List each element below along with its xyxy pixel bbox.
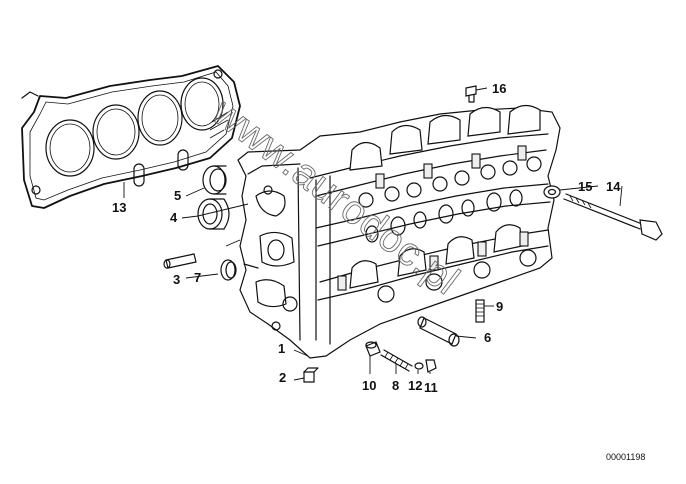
part-10-sleeve (365, 341, 381, 357)
callout-12: 12 (408, 378, 422, 393)
callout-2: 2 (279, 370, 286, 385)
part-8-stud (380, 349, 413, 372)
callout-13: 13 (112, 200, 126, 215)
callout-labels: 1 2 3 4 5 6 7 8 9 10 11 12 13 14 15 16 (112, 81, 621, 395)
callout-15: 15 (578, 179, 592, 194)
callout-11: 11 (424, 380, 438, 395)
leader-lines (123, 87, 623, 381)
valve-pockets-lower (337, 224, 537, 303)
part-14-bolt (563, 193, 663, 241)
ports-middle (365, 189, 523, 243)
part-11-nut (425, 359, 437, 373)
callout-6: 6 (484, 330, 491, 345)
cam-bearings-upper (349, 104, 541, 171)
part-12-washer (414, 362, 424, 370)
part-6-guide (417, 316, 460, 347)
part-7-seal (220, 259, 237, 281)
callout-8: 8 (392, 378, 399, 393)
callout-1: 1 (278, 341, 285, 356)
part-5-seal (202, 165, 227, 195)
part-16-plug (465, 85, 477, 103)
front-face (243, 163, 301, 341)
valve-pockets-upper (358, 145, 542, 208)
callout-5: 5 (174, 188, 181, 203)
callout-4: 4 (170, 210, 178, 225)
part-3-pin (163, 253, 197, 269)
part-2-plug (303, 367, 319, 383)
callout-16: 16 (492, 81, 506, 96)
part-4-ring (197, 198, 230, 230)
cylinder-head (237, 104, 561, 359)
callout-3: 3 (173, 272, 180, 287)
part-15-washer (543, 185, 561, 199)
part-9-stud (475, 299, 485, 323)
image-code: 00001198 (606, 452, 645, 462)
callout-10: 10 (362, 378, 376, 393)
callout-9: 9 (496, 299, 503, 314)
callout-14: 14 (606, 179, 621, 194)
head-gasket (21, 65, 241, 209)
callout-7: 7 (194, 270, 201, 285)
